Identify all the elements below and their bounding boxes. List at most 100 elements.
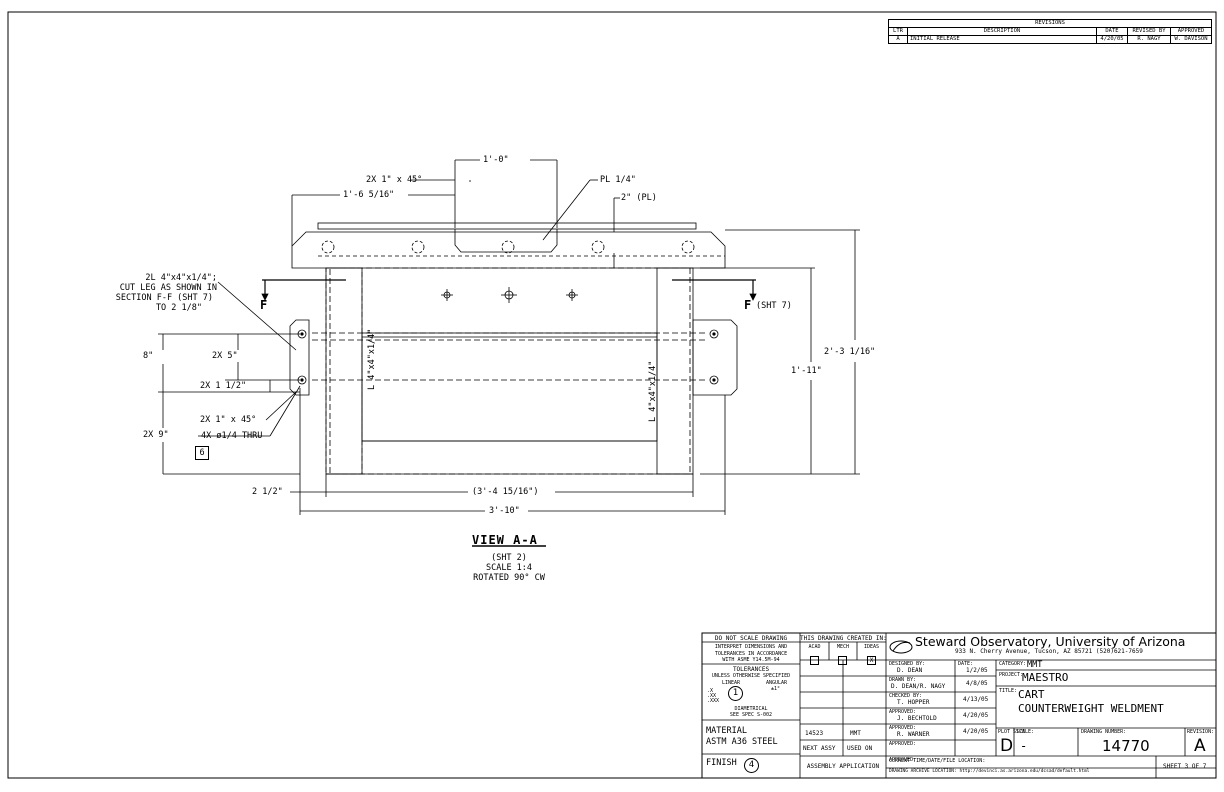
next-assy-label: NEXT ASSY — [803, 745, 836, 752]
scale-label: SCALE: — [1016, 729, 1035, 735]
signoff-role-designed: DESIGNED BY: — [889, 661, 926, 667]
dim-3-10: 3'-10" — [489, 506, 520, 516]
signoff-role-approved-1: APPROVED: — [889, 709, 917, 715]
rev-revised-by: R. NAGY — [1127, 35, 1171, 44]
note-holes: 4X ø1/4 THRU — [201, 431, 263, 441]
signoff-date-approved-1: 4/20/05 — [963, 712, 989, 719]
tolerance-balloon: 1 — [728, 686, 743, 701]
rev-description: INITIAL RELEASE — [907, 35, 1097, 44]
linear-label: LINEAR — [722, 680, 741, 686]
dim-2x9: 2X 9" — [143, 430, 169, 440]
dim-height-1-11: 1'-11" — [791, 366, 822, 376]
dim-pl-2: 2" (PL) — [621, 193, 657, 203]
created-acad-label: ACAD — [808, 644, 821, 650]
archive-location: DRAWING ARCHIVE LOCATION: http://devinci… — [889, 769, 1090, 774]
signoff-name-approved-1: J. BECHTOLD — [897, 715, 937, 722]
drawing-number-value: 14770 — [1102, 737, 1150, 755]
dim-8: 8" — [143, 351, 154, 361]
holes-balloon: 6 — [195, 446, 209, 460]
note-angle-3: SECTION F-F (SHT 7) — [115, 293, 213, 303]
signoff-role-approved-2: APPROVED: — [889, 725, 917, 731]
dim-1ft: 1'-0" — [483, 155, 509, 165]
signoff-role-drawn: DRAWN BY: — [889, 677, 917, 683]
leg-label-right: L 4"x4"x1/4" — [648, 360, 658, 422]
table-row: A INITIAL RELEASE 4/20/05 R. NAGY W. DAV… — [888, 35, 1212, 44]
created-mech-label: MECH — [836, 644, 850, 650]
sheet-number: SHEET 3 OF 7 — [1163, 763, 1207, 770]
next-assy-number: 14523 — [805, 730, 824, 737]
dim-2-5: 2 1/2" — [252, 487, 283, 497]
top-channel — [291, 231, 726, 269]
tol-x: .X — [707, 688, 714, 694]
mech-checkbox — [838, 650, 847, 669]
plot-size-label: PLOT SIZE — [998, 729, 1026, 735]
no-scale-note: DO NOT SCALE DRAWING — [714, 635, 788, 642]
interpret-note-1: INTERPRET DIMENSIONS AND — [714, 644, 788, 650]
signoff-role-checked: CHECKED BY: — [889, 693, 923, 699]
view-sheet-ref: (SHT 2) — [491, 553, 527, 563]
category-value: MMT — [1027, 660, 1043, 670]
note-angle-1: 2L 4"x4"x1/4"; — [145, 273, 217, 283]
section-marker-left: F — [260, 298, 268, 312]
signoff-name-drawn: D. DEAN/R. NAGY — [891, 683, 946, 690]
right-tab-plate — [692, 319, 738, 396]
signoff-date-checked: 4/13/05 — [963, 696, 989, 703]
rev-approved: W. DAVISON — [1170, 35, 1212, 44]
rev-ltr: A — [888, 35, 908, 44]
top-plate — [317, 222, 697, 230]
used-on-label: USED ON — [847, 745, 873, 752]
left-tab-plate — [289, 319, 310, 396]
diametrical-label: DIAMETRICAL — [734, 706, 768, 712]
revisions-title: REVISIONS — [888, 19, 1212, 28]
left-angle-leg — [325, 267, 363, 475]
acad-checkbox — [810, 650, 819, 669]
signoff-date-approved-2: 4/20/05 — [963, 728, 989, 735]
revision-value: A — [1194, 736, 1206, 756]
revisions-table: REVISIONS LTR DESCRIPTION DATE REVISED B… — [888, 19, 1212, 44]
dim-pl-quarter: PL 1/4" — [600, 175, 636, 185]
rev-header-date: DATE — [1096, 27, 1128, 36]
unless-note: UNLESS OTHERWISE SPECIFIED — [711, 673, 791, 679]
title-line-1: CART — [1018, 688, 1045, 701]
signoff-role-approved-3: APPROVED: — [889, 741, 917, 747]
dim-2x1-5: 2X 1 1/2" — [200, 381, 247, 391]
next-assy-name: MMT — [850, 730, 861, 737]
signoff-role-approved-4: APPROVED: — [889, 757, 917, 763]
counterweight-box — [361, 332, 658, 442]
signoff-date-label: DATE: — [958, 661, 974, 667]
org-address: 933 N. Cherry Avenue, Tucson, AZ 85721 (… — [955, 648, 1143, 655]
view-scale: SCALE 1:4 — [485, 563, 533, 573]
interpret-note-2: TOLERANCES IN ACCORDANCE — [714, 651, 788, 657]
see-spec-label: SEE SPEC S-002 — [729, 712, 773, 718]
current-time-label: CURRENT TIME/DATE/FILE LOCATION: — [889, 758, 986, 764]
created-ideas-label: IDEAS — [863, 644, 880, 650]
ideas-check-mark: X — [867, 656, 876, 665]
project-label: PROJECT: — [999, 672, 1024, 678]
view-title: VIEW A-A — [472, 533, 538, 547]
drawing-number-label: DRAWING NUMBER: — [1081, 729, 1127, 735]
section-marker-right: F — [744, 298, 752, 312]
tol-xxx: .XXX — [707, 698, 720, 704]
plot-size-value: D — [1000, 736, 1014, 756]
signoff-name-approved-2: R. WARNER — [897, 731, 930, 738]
dim-3-4-15-16: (3'-4 15/16") — [472, 487, 539, 497]
rev-header-approved: APPROVED — [1170, 27, 1212, 36]
finish-balloon: 4 — [744, 758, 759, 773]
rev-header-ltr: LTR — [888, 27, 908, 36]
revision-label: REVISION: — [1187, 729, 1215, 735]
angular-value: ±1° — [771, 686, 781, 692]
material-label: MATERIAL — [706, 726, 747, 736]
rev-header-revised-by: REVISED BY — [1127, 27, 1171, 36]
signoff-date-designed: 1/2/05 — [966, 667, 988, 674]
dim-width-1-6-5-16: 1'-6 5/16" — [343, 190, 395, 200]
category-label: CATEGORY: — [999, 661, 1027, 667]
tolerances-heading: TOLERANCES — [732, 666, 770, 673]
assembly-application-label: ASSEMBLY APPLICATION — [806, 763, 880, 770]
org-name: Steward Observatory, University of Arizo… — [915, 634, 1186, 649]
dim-height-2-3-1-16: 2'-3 1/16" — [824, 347, 876, 357]
title-line-2: COUNTERWEIGHT WELDMENT — [1018, 702, 1164, 715]
note-angle-4: TO 2 1/8" — [155, 303, 202, 313]
note-angle-2: CUT LEG AS SHOWN IN — [119, 283, 217, 293]
